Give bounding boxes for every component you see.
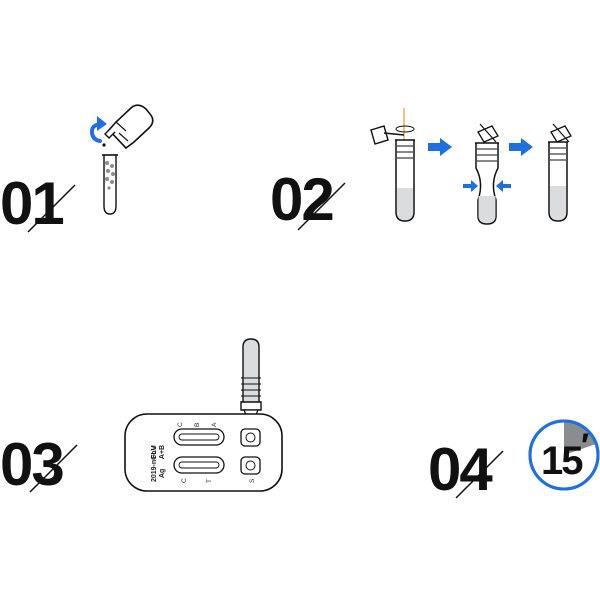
covid-label: 2019-nCoV <box>151 445 158 482</box>
tube-icon <box>240 338 262 423</box>
step-03: 03 <box>0 338 283 498</box>
step-04: 04 15 ′ <box>428 419 600 503</box>
window-letter: T <box>206 479 213 483</box>
step-slash <box>27 184 76 233</box>
step-02: 02 <box>270 108 572 233</box>
step-slash <box>455 450 504 499</box>
dropper-icon <box>102 104 154 150</box>
squeeze-arrows-icon <box>463 180 511 192</box>
ag-label: Ag <box>159 469 166 478</box>
window-letter: C <box>177 422 184 427</box>
timer-minutes: 15 <box>541 439 583 483</box>
tube-icon <box>102 154 118 215</box>
step-slash <box>297 182 346 231</box>
window-letter: A <box>211 422 218 427</box>
timer-unit: ′ <box>581 427 589 465</box>
tube-with-swab-icon <box>370 108 415 222</box>
step-number: 01 <box>0 170 63 237</box>
flu-label: FLU <box>151 445 158 459</box>
flu-ab-label: A+B <box>159 445 166 459</box>
step-slash <box>29 444 78 493</box>
step-number: 02 <box>270 166 333 233</box>
timer-icon: 15 ′ <box>528 419 600 491</box>
tube-icon <box>548 123 572 222</box>
cassette-icon: FLU A+B 2019-nCoV Ag C B A C T S <box>124 413 283 492</box>
well-letter: S <box>249 478 256 483</box>
rotate-arrow-icon <box>89 116 107 143</box>
window-letter: B <box>194 423 201 427</box>
step-01: 01 <box>0 104 154 237</box>
squeezed-tube-icon <box>475 123 499 225</box>
window-letter: C <box>181 478 188 483</box>
arrow-right-icon <box>509 138 533 156</box>
arrow-right-icon <box>428 138 452 156</box>
step-number: 03 <box>0 431 63 498</box>
